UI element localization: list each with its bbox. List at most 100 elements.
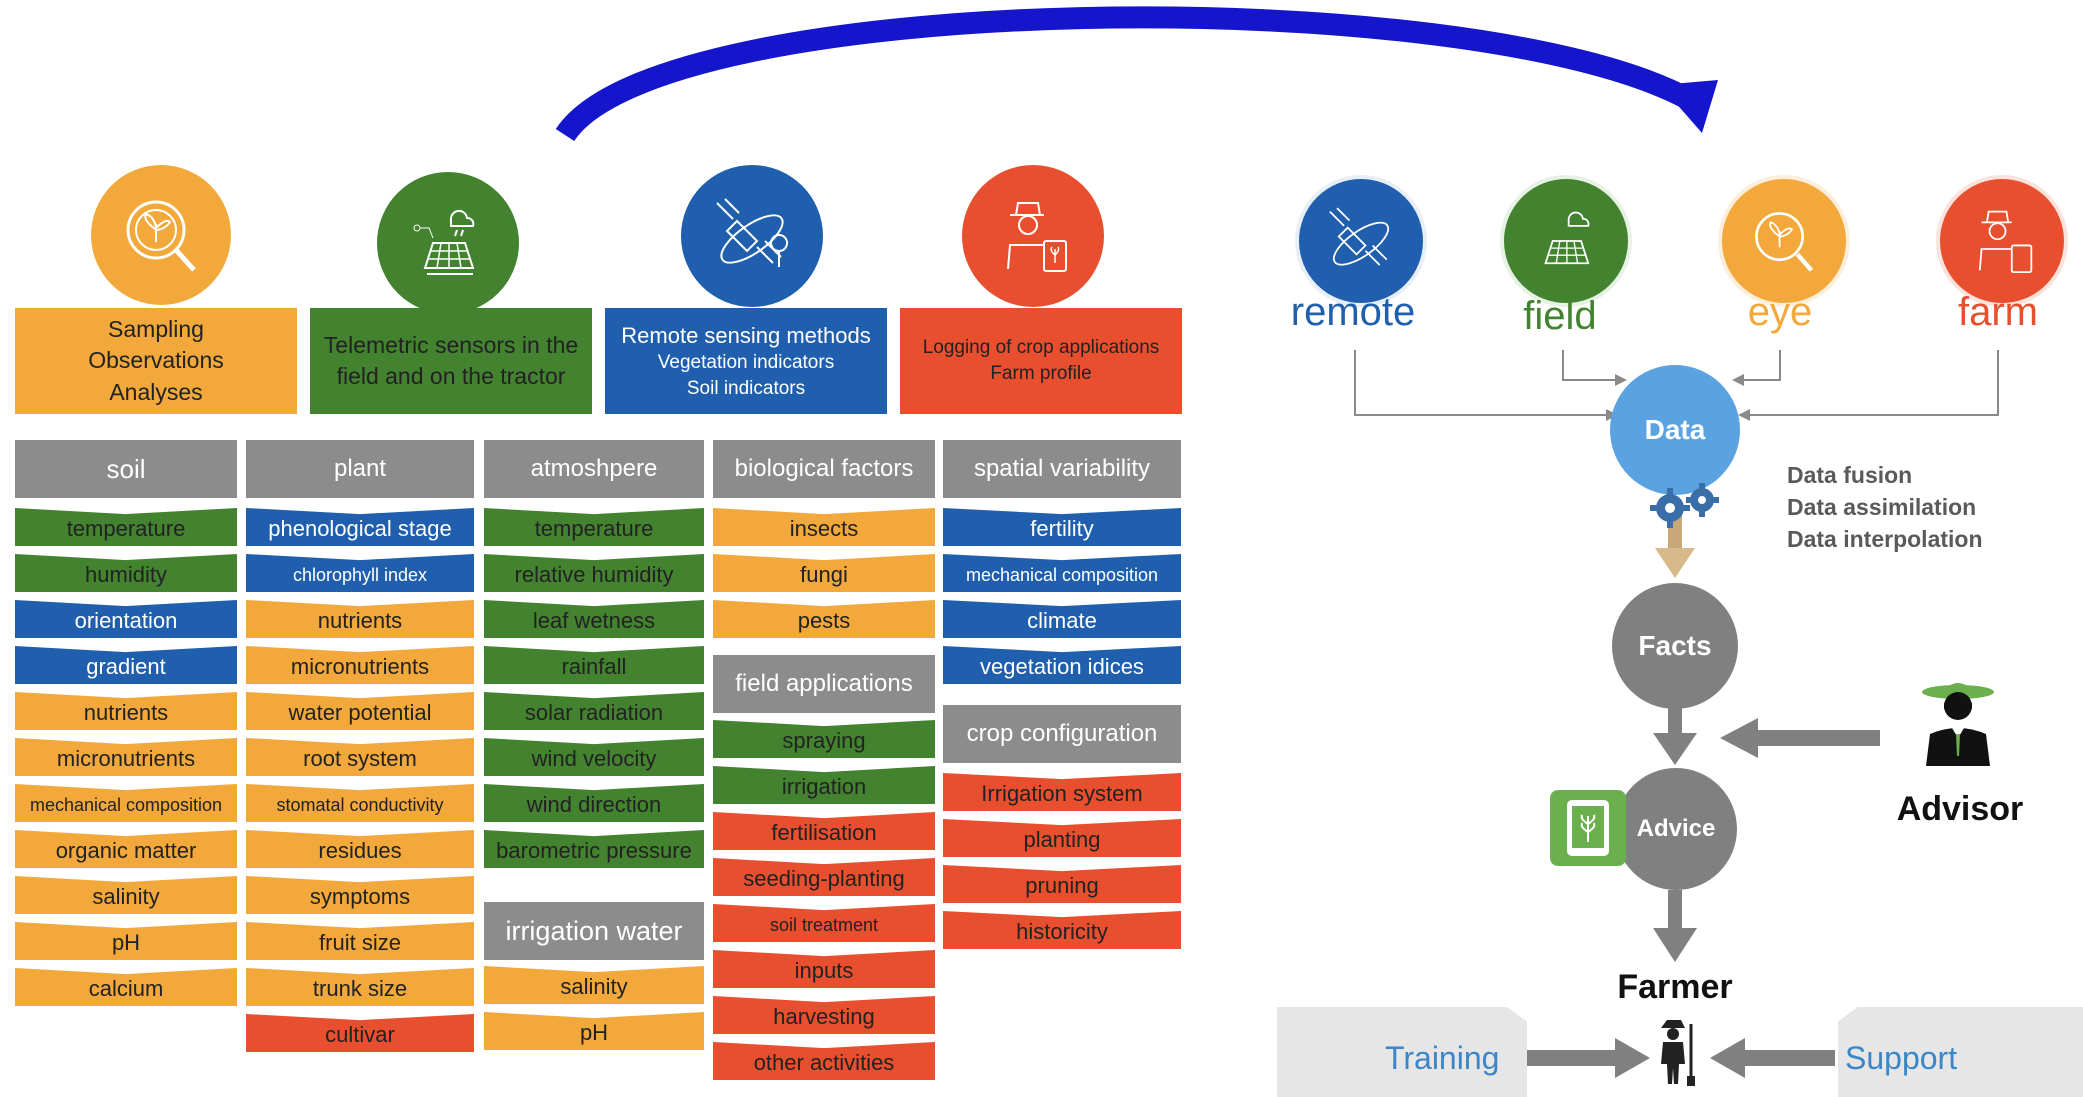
- advice-node-label: Advice: [1636, 815, 1716, 842]
- soil-item: micronutrients: [15, 738, 237, 776]
- atmosphere-item: rainfall: [484, 646, 704, 684]
- farm-circle: [1936, 175, 2068, 307]
- field-application-item: other activities: [713, 1042, 935, 1080]
- soil-item: temperature: [15, 508, 237, 546]
- irrigation-water-item: pH: [484, 1012, 704, 1050]
- sensor-grid-cloud-icon: [1544, 211, 1590, 265]
- process-assimilation: Data assimilation: [1787, 494, 1977, 520]
- advisor-icon: [1922, 683, 1994, 766]
- plant-item: fruit size: [246, 922, 474, 960]
- eye-circle: [1718, 175, 1850, 307]
- telemetric-icon-circle: [377, 172, 519, 314]
- header-irrigation-water: irrigation water: [484, 902, 704, 960]
- farmer-label: Farmer: [1617, 968, 1733, 1006]
- flow-arc: [555, 6, 1696, 142]
- soil-item: salinity: [15, 876, 237, 914]
- data-node-label: Data: [1644, 414, 1706, 445]
- source-line: Telemetric sensors in the: [323, 331, 579, 358]
- spatial-item: mechanical composition: [943, 554, 1181, 592]
- remote-circle: [1295, 175, 1427, 307]
- atmosphere-item: relative humidity: [484, 554, 704, 592]
- satellite-icon: [716, 198, 788, 267]
- crop-config-item: pruning: [943, 865, 1181, 903]
- soil-item: calcium: [15, 968, 237, 1006]
- process-fusion: Data fusion: [1787, 462, 1913, 488]
- header-biological: biological factors: [713, 440, 935, 498]
- soil-item: pH: [15, 922, 237, 960]
- source-line: Farm profile: [990, 363, 1092, 384]
- magnifier-sprout-icon: [1755, 212, 1814, 272]
- header-soil: soil: [15, 440, 237, 498]
- source-line: Vegetation indicators: [657, 352, 835, 374]
- source-line: Logging of crop applications: [922, 337, 1160, 359]
- header-atmosphere: atmoshpere: [484, 440, 704, 498]
- atmosphere-item: leaf wetness: [484, 600, 704, 638]
- support-panel: [1838, 1007, 2083, 1097]
- gears-icon: [1650, 483, 1719, 528]
- crop-config-item: historicity: [943, 911, 1181, 949]
- spatial-item: vegetation idices: [943, 646, 1181, 684]
- biological-item: insects: [713, 508, 935, 546]
- eye-label: eye: [1747, 290, 1813, 334]
- plant-item: trunk size: [246, 968, 474, 1006]
- irrigation-water-item: salinity: [484, 966, 704, 1004]
- biological-item: pests: [713, 600, 935, 638]
- plant-item: water potential: [246, 692, 474, 730]
- support-label: Support: [1845, 1040, 1958, 1076]
- source-line: Sampling: [108, 316, 204, 343]
- satellite-icon: [1329, 207, 1390, 266]
- biological-item: fungi: [713, 554, 935, 592]
- plant-item: root system: [246, 738, 474, 776]
- spatial-item: climate: [943, 600, 1181, 638]
- advice-node: Advice: [1615, 768, 1737, 890]
- field-circle: [1500, 175, 1632, 307]
- sampling-icon-circle: [91, 165, 231, 305]
- plant-item: symptoms: [246, 876, 474, 914]
- atmosphere-item: temperature: [484, 508, 704, 546]
- field-application-item: spraying: [713, 720, 935, 758]
- soil-item: organic matter: [15, 830, 237, 868]
- source-remote-box: Remote sensing methods Vegetation indica…: [605, 308, 887, 414]
- flow-arc-arrowhead: [1660, 80, 1718, 133]
- source-line: Soil indicators: [686, 377, 806, 399]
- farm-label: farm: [1958, 290, 2038, 334]
- field-application-item: inputs: [713, 950, 935, 988]
- field-application-item: harvesting: [713, 996, 935, 1034]
- plant-item: chlorophyll index: [246, 554, 474, 592]
- plant-item: stomatal conductivity: [246, 784, 474, 822]
- advisor-label: Advisor: [1896, 790, 2024, 828]
- plant-item: phenological stage: [246, 508, 474, 546]
- atmosphere-item: barometric pressure: [484, 830, 704, 868]
- data-node: Data: [1610, 365, 1740, 495]
- soil-item: gradient: [15, 646, 237, 684]
- crop-config-item: Irrigation system: [943, 773, 1181, 811]
- source-lines: [1354, 350, 1999, 416]
- magnifier-sprout-icon: [126, 200, 196, 272]
- process-interpolation: Data interpolation: [1787, 526, 1983, 552]
- plant-item: cultivar: [246, 1014, 474, 1052]
- farmer-icon: [1661, 1020, 1695, 1086]
- field-label: field: [1523, 294, 1597, 338]
- soil-item: humidity: [15, 554, 237, 592]
- remote-label: remote: [1290, 290, 1416, 334]
- source-line: Analyses: [109, 378, 203, 405]
- training-label: Training: [1385, 1040, 1500, 1076]
- facts-node-label: Facts: [1638, 630, 1712, 661]
- atmosphere-item: wind direction: [484, 784, 704, 822]
- plant-item: residues: [246, 830, 474, 868]
- plant-item: nutrients: [246, 600, 474, 638]
- header-field-applications: field applications: [713, 655, 935, 713]
- facts-node: Facts: [1612, 583, 1738, 709]
- crop-config-item: planting: [943, 819, 1181, 857]
- field-application-item: irrigation: [713, 766, 935, 804]
- soil-item: nutrients: [15, 692, 237, 730]
- atmosphere-item: solar radiation: [484, 692, 704, 730]
- crop-logging-icon-circle: [962, 165, 1104, 307]
- field-application-item: soil treatment: [713, 904, 935, 942]
- field-application-item: seeding-planting: [713, 858, 935, 896]
- source-line: Observations: [88, 347, 224, 374]
- header-plant: plant: [246, 440, 474, 498]
- farmer-tablet-icon: [1978, 210, 2033, 273]
- plant-item: micronutrients: [246, 646, 474, 684]
